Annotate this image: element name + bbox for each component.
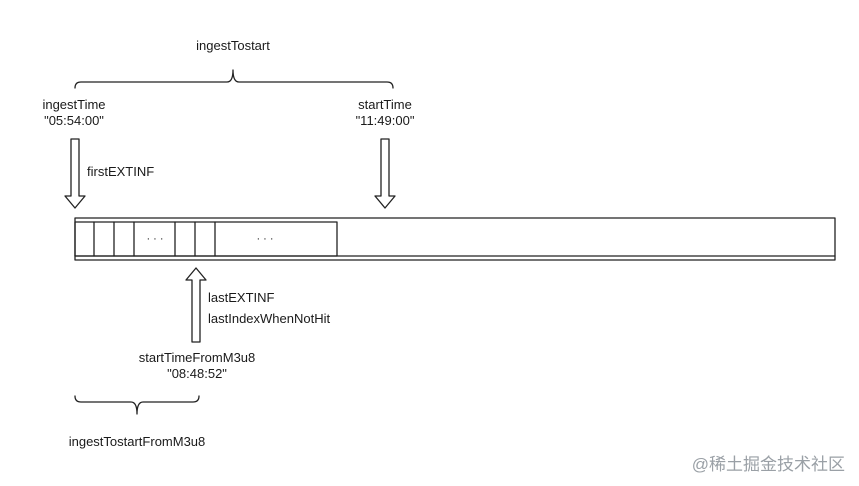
watermark: @稀土掘金技术社区 [691,455,845,474]
label-start-time-from-m3u8: startTimeFromM3u8 [138,350,256,365]
arrow-down-start-time [374,138,396,209]
segment-group [74,221,338,257]
label-start-time-from-m3u8-value: "08:48:52" [167,366,227,381]
label-last-extinf: lastEXTINF [208,290,275,305]
label-start-time-value: "11:49:00" [355,113,415,128]
brace-ingest-to-start [74,69,394,89]
label-ingest-time: ingestTime [42,97,106,112]
label-first-extinf: firstEXTINF [87,164,155,179]
label-last-index-when-not-hit: lastIndexWhenNotHit [208,311,331,326]
brace-ingest-to-start-from-m3u8 [74,395,200,415]
arrow-down-ingest-time [64,138,86,209]
label-ingest-to-start: ingestTostart [196,38,270,53]
segment-ellipsis: · · · [256,233,274,245]
timeline-bar [74,217,836,261]
label-start-time: startTime [358,97,412,112]
segment-ellipsis: · · · [146,233,164,245]
label-ingest-time-value: "05:54:00" [44,113,104,128]
arrow-up-last-extinf [185,267,207,343]
label-ingest-to-start-from-m3u8: ingestTostartFromM3u8 [68,434,206,449]
